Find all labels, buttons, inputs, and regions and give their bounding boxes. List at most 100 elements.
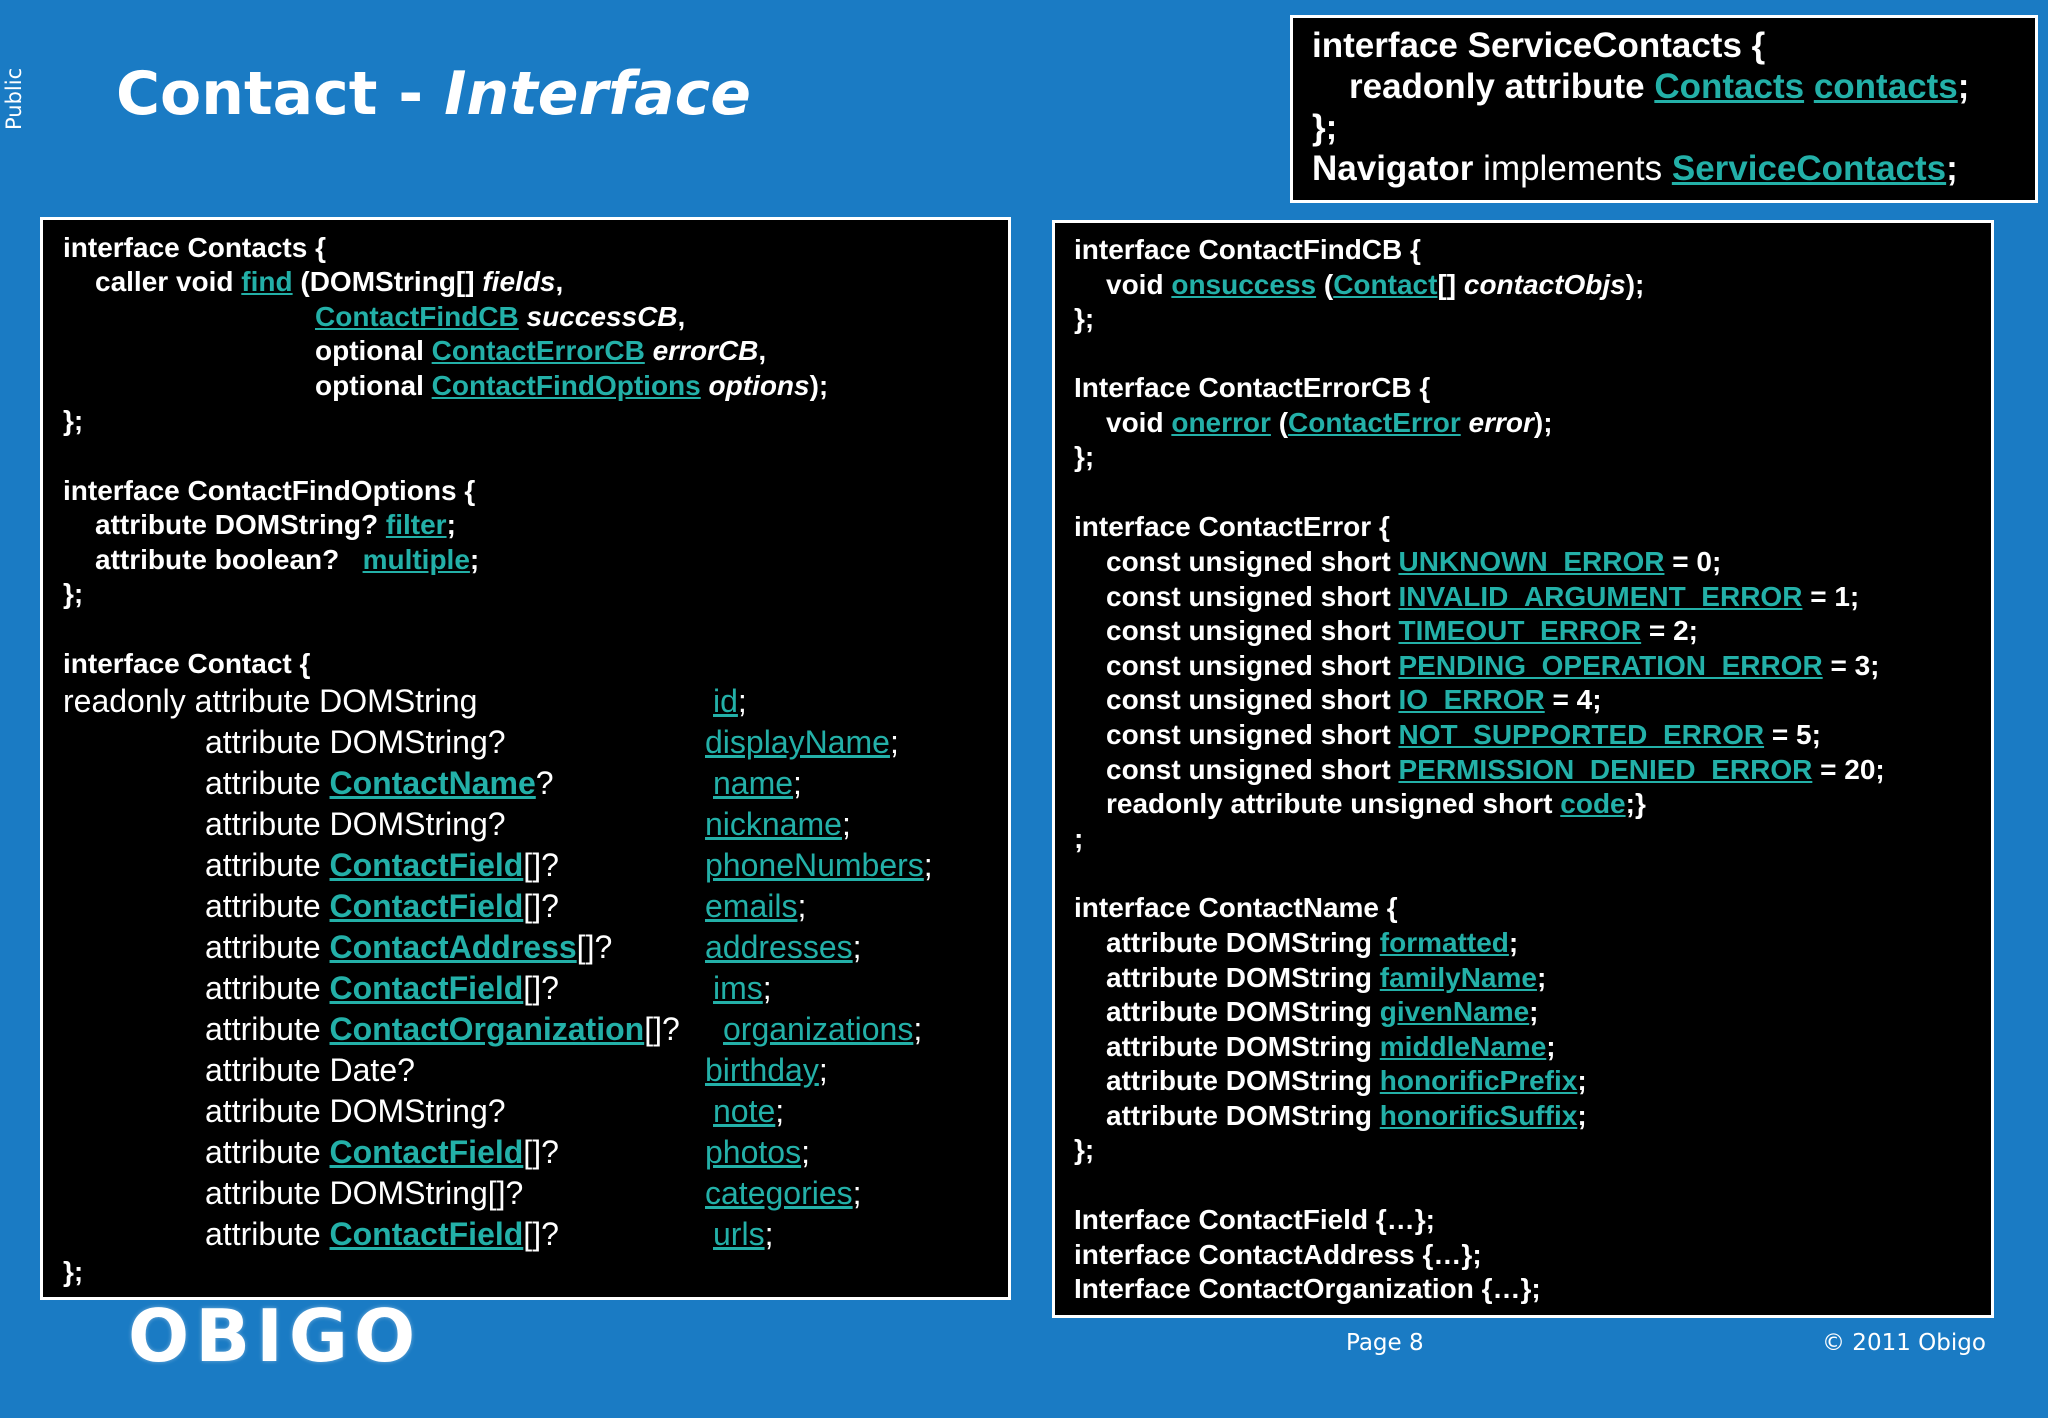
link-honorificsuffix[interactable]: honorificSuffix — [1379, 1100, 1578, 1131]
link-pending-operation-error[interactable]: PENDING_OPERATION_ERROR — [1398, 649, 1823, 681]
attribute-name-cell: addresses; — [705, 927, 862, 967]
code-text: successCB — [518, 301, 678, 332]
link-contactfield[interactable]: ContactField — [329, 888, 524, 924]
code-text: , — [758, 335, 767, 366]
code-text: attribute DOMString? — [95, 509, 386, 540]
link-not-supported-error[interactable]: NOT_SUPPORTED_ERROR — [1398, 719, 1765, 750]
link-formatted[interactable]: formatted — [1379, 927, 1509, 958]
link-familyname[interactable]: familyName — [1379, 961, 1537, 993]
link-attr-organizations[interactable]: organizations — [723, 1011, 914, 1047]
code-text: }; — [1074, 1134, 1095, 1165]
link-attr-urls[interactable]: urls — [713, 1216, 765, 1252]
link-io-error[interactable]: IO_ERROR — [1398, 684, 1545, 716]
link-attr-addresses[interactable]: addresses — [705, 929, 853, 965]
code-line: interface ContactName { — [1074, 891, 1398, 925]
code-text: attribute boolean? — [95, 544, 363, 575]
attribute-type-cell: attribute ContactName? — [205, 763, 554, 803]
link-filter[interactable]: filter — [385, 509, 447, 540]
link-attr-emails[interactable]: emails — [705, 888, 798, 924]
link-onerror[interactable]: onerror — [1171, 407, 1271, 438]
link-permission-denied-error[interactable]: PERMISSION_DENIED_ERROR — [1398, 753, 1813, 785]
link-contactorganization[interactable]: ContactOrganization — [329, 1011, 645, 1047]
code-text: ? — [535, 765, 554, 801]
link-contact-error-cb[interactable]: ContactErrorCB — [431, 335, 645, 366]
code-text: options — [700, 370, 810, 401]
copyright: © 2011 Obigo — [1822, 1330, 1986, 1356]
attribute-name-cell: categories; — [705, 1173, 862, 1213]
code-text: contactObjs — [1463, 269, 1626, 300]
link-honorificprefix[interactable]: honorificPrefix — [1379, 1065, 1578, 1097]
link-unknown-error[interactable]: UNKNOWN_ERROR — [1398, 546, 1665, 577]
attribute-name-cell: urls; — [713, 1214, 773, 1254]
code-text: ; — [1508, 927, 1519, 958]
code-text: ; — [801, 1134, 810, 1170]
code-line: interface ContactFindCB { — [1074, 233, 1421, 267]
link-service-contacts[interactable]: ServiceContacts — [1671, 149, 1947, 188]
link-attr-categories[interactable]: categories — [705, 1175, 853, 1211]
code-line: }; — [63, 1255, 83, 1289]
link-find[interactable]: find — [241, 266, 293, 297]
code-text: = 20; — [1812, 753, 1885, 785]
link-attr-photos[interactable]: photos — [705, 1134, 802, 1170]
code-line: readonly attribute DOMString — [63, 681, 477, 721]
code-text: interface ContactFindCB { — [1074, 234, 1421, 265]
error-constant-line: const unsigned short TIMEOUT_ERROR = 2; — [1106, 614, 1698, 648]
code-text: ; — [923, 847, 933, 883]
link-middlename[interactable]: middleName — [1379, 1030, 1547, 1062]
code-text: implements — [1473, 149, 1672, 188]
code-text: = 3; — [1822, 649, 1880, 681]
code-line: readonly attribute Contacts contacts; — [1349, 66, 1969, 107]
code-line: interface Contact { — [63, 647, 310, 681]
link-contact-find-options[interactable]: ContactFindOptions — [431, 370, 701, 401]
link-attr-id[interactable]: id — [713, 683, 738, 719]
contact-name-line: attribute DOMString givenName; — [1106, 995, 1539, 1029]
code-text: error — [1460, 407, 1534, 438]
code-text: attribute — [205, 765, 330, 801]
link-contactfield[interactable]: ContactField — [329, 970, 524, 1006]
link-contactname[interactable]: ContactName — [329, 765, 536, 801]
code-text: = 2; — [1641, 615, 1698, 647]
link-contact-find-cb[interactable]: ContactFindCB — [315, 301, 519, 332]
link-attr-nickname[interactable]: nickname — [705, 806, 842, 842]
code-text: caller void — [95, 266, 242, 297]
code-text: ; — [1529, 996, 1539, 1028]
code-text: attribute DOMString? — [205, 724, 506, 760]
code-line: caller void find (DOMString[] fields, — [95, 265, 563, 299]
link-contact-error[interactable]: ContactError — [1288, 407, 1461, 438]
link-attr-name[interactable]: name — [713, 765, 794, 801]
link-contacts-type[interactable]: Contacts — [1654, 67, 1805, 106]
code-line: }; — [1074, 302, 1094, 336]
code-text: void — [1106, 269, 1172, 300]
link-attr-displayname[interactable]: displayName — [705, 724, 890, 760]
link-givenname[interactable]: givenName — [1379, 996, 1530, 1028]
code-text: errorCB — [644, 335, 759, 366]
code-text: Navigator — [1312, 149, 1474, 188]
code-text: attribute — [205, 970, 330, 1006]
link-invalid-argument-error[interactable]: INVALID_ARGUMENT_ERROR — [1398, 580, 1803, 612]
code-text: (DOMString[] — [292, 266, 483, 297]
code-text: attribute DOMString — [1106, 1100, 1380, 1131]
link-code[interactable]: code — [1560, 788, 1626, 819]
link-contacts-attr[interactable]: contacts — [1813, 67, 1958, 106]
code-text: const unsigned short — [1106, 649, 1399, 681]
link-attr-phonenumbers[interactable]: phoneNumbers — [705, 847, 924, 883]
link-multiple[interactable]: multiple — [362, 544, 470, 575]
code-text: interface Contact { — [63, 648, 311, 679]
obigo-logo: OBIGO — [128, 1294, 422, 1378]
link-contactfield[interactable]: ContactField — [329, 1216, 524, 1252]
link-contactfield[interactable]: ContactField — [329, 1134, 524, 1170]
link-attr-note[interactable]: note — [713, 1093, 776, 1129]
link-contactfield[interactable]: ContactField — [329, 847, 524, 883]
link-contactaddress[interactable]: ContactAddress — [329, 929, 577, 965]
code-text: ; — [737, 683, 747, 719]
link-attr-ims[interactable]: ims — [713, 970, 763, 1006]
code-text: ;} — [1625, 788, 1646, 819]
code-text: attribute DOMString — [1106, 996, 1380, 1028]
link-onsuccess[interactable]: onsuccess — [1171, 269, 1317, 300]
code-text: ; — [818, 1052, 828, 1088]
attribute-name-cell: note; — [713, 1091, 784, 1131]
link-contact[interactable]: Contact — [1333, 269, 1438, 300]
link-attr-birthday[interactable]: birthday — [705, 1052, 819, 1088]
code-text: ; — [913, 1011, 923, 1047]
link-timeout-error[interactable]: TIMEOUT_ERROR — [1398, 615, 1642, 647]
